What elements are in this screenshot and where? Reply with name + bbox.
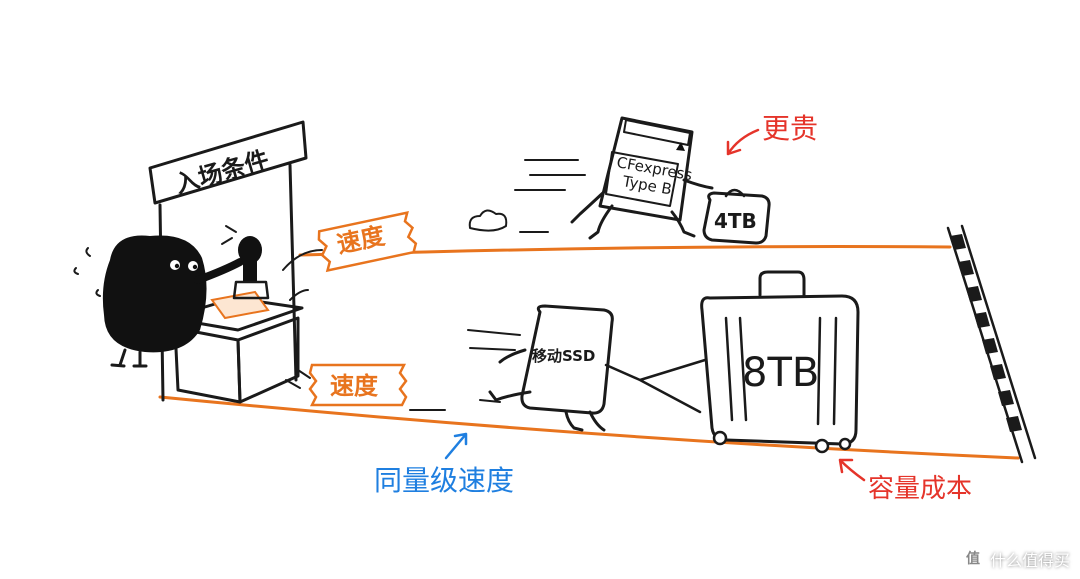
watermark: 值 什么值得买 [961, 547, 1070, 571]
upper-track-line [423, 245, 952, 254]
portable-ssd-character [409, 304, 707, 432]
arrow-same-speed [444, 432, 468, 460]
arrow-capacity-cost [838, 458, 866, 482]
watermark-badge-icon: 值 [961, 548, 984, 570]
rubber-stamp [221, 225, 270, 300]
ssd-label: 移动SSD [532, 347, 595, 365]
lower-track-line [158, 395, 1020, 460]
gate-sign-text: 入场条件 [172, 145, 272, 198]
dust-cloud [468, 209, 508, 232]
stamp-paper [210, 290, 270, 320]
ticket-lower [308, 363, 408, 407]
annotation-capacity-cost: 容量成本 [868, 474, 972, 504]
small-bag-4tb [702, 188, 771, 245]
gatekeeper-creature [73, 235, 244, 368]
small-bag-label: 4TB [714, 209, 757, 233]
annotation-more-expensive: 更贵 [762, 112, 818, 145]
ticket-lower-text: 速度 [330, 372, 379, 400]
finish-line [946, 224, 1037, 464]
ticket-upper [317, 210, 418, 273]
annotation-same-speed: 同量级速度 [374, 464, 514, 497]
cfexpress-card-character [468, 116, 714, 240]
arrow-more-expensive [726, 128, 760, 156]
gate-sign-board [148, 120, 308, 205]
suitcase-label: 8TB [742, 350, 819, 396]
watermark-text: 什么值得买 [989, 551, 1070, 570]
suitcase-8tb [700, 270, 860, 454]
